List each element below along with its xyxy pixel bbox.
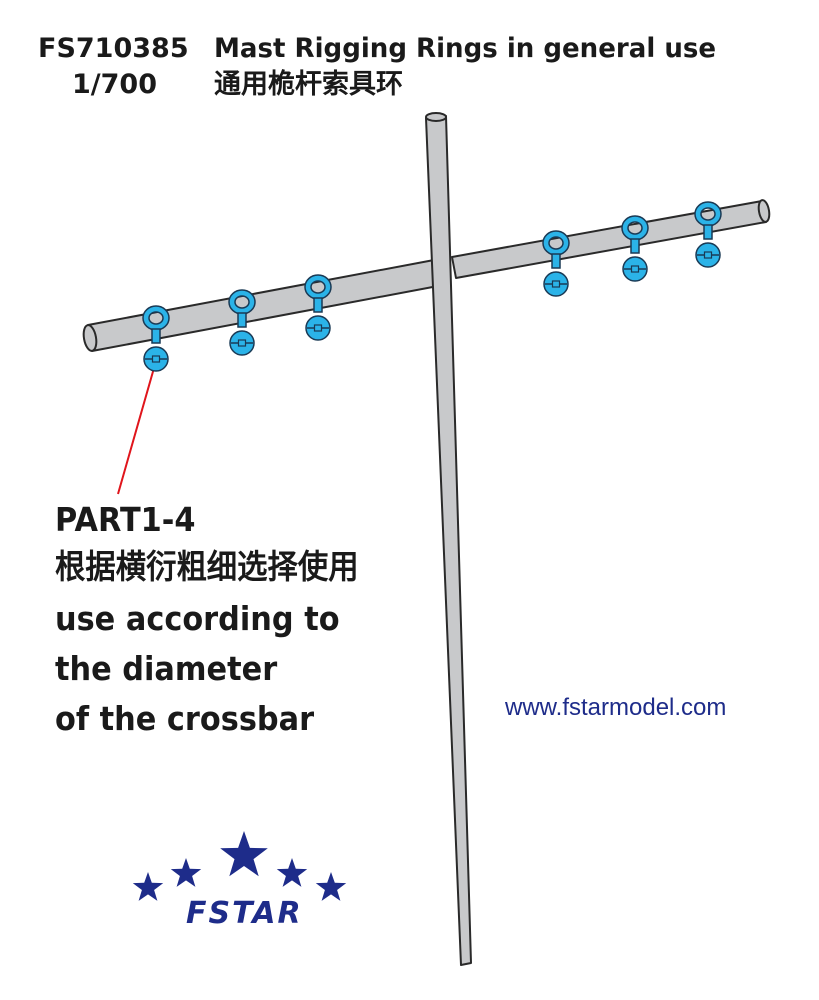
usage-note-line-1: use according to — [55, 599, 340, 638]
part-number: PART1-4 — [55, 500, 196, 539]
product-title-cn: 通用桅杆索具环 — [214, 69, 403, 100]
product-code: FS710385 — [38, 33, 189, 64]
crossbar-right — [451, 199, 771, 279]
star-icon — [276, 858, 308, 887]
usage-note-line-3: of the crossbar — [55, 699, 315, 738]
star-icon — [315, 872, 347, 901]
star-icon — [132, 872, 164, 901]
usage-note-cn: 根据横衍粗细选择使用 — [55, 547, 359, 586]
star-icon — [220, 831, 268, 877]
usage-note-line-2: the diameter — [55, 649, 278, 688]
crossbar-left — [82, 259, 439, 352]
rigging-ring — [542, 230, 570, 297]
rigging-ring — [142, 305, 170, 372]
website-link[interactable]: www.fstarmodel.com — [505, 694, 727, 721]
rigging-ring — [621, 215, 649, 282]
product-title: Mast Rigging Rings in general use — [214, 33, 717, 64]
rigging-rings — [142, 201, 722, 372]
brand-logo-text: FSTAR — [186, 896, 303, 931]
star-icon — [170, 858, 202, 887]
rigging-ring — [228, 289, 256, 356]
rigging-ring — [304, 274, 332, 341]
rigging-ring — [694, 201, 722, 268]
mast-pole — [425, 112, 472, 966]
five-stars-logo-icon — [132, 831, 347, 901]
product-scale: 1/700 — [72, 69, 158, 100]
leader-line — [117, 367, 155, 495]
